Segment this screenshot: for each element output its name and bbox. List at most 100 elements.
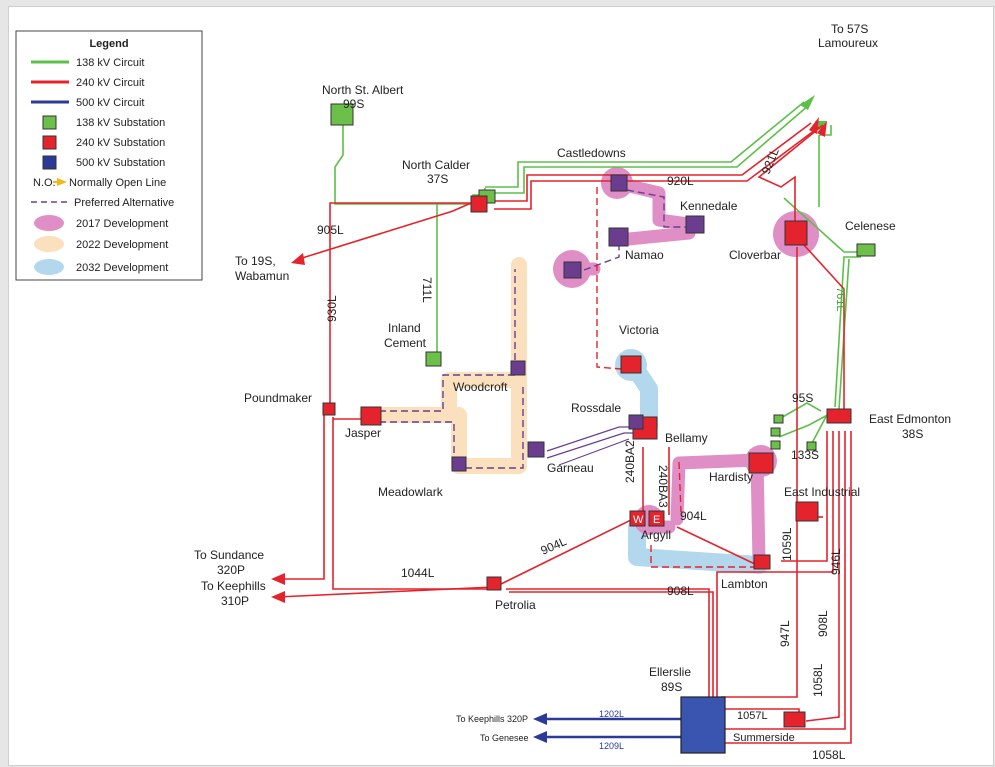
label-kennedale: Kennedale: [680, 199, 738, 213]
legend-item-normally-open: Normally Open Line: [69, 177, 166, 189]
label-keephills-310p: 310P: [221, 594, 249, 608]
kv500-circuits: [546, 717, 681, 739]
legend-item-500kv-substation: 500 kV Substation: [76, 157, 165, 169]
substation-castledowns: [610, 174, 628, 192]
label-908l-a: 908L: [667, 584, 694, 598]
substation-rossdale: [628, 414, 644, 430]
label-petrolia: Petrolia: [495, 598, 536, 612]
substation-victoria: [620, 355, 642, 374]
legend-swatch-500kv-substation: [42, 155, 57, 170]
substation-east-industrial: [795, 501, 819, 522]
substation-lambton: [753, 554, 771, 570]
substations-purple: [451, 174, 705, 472]
substation-summerside: [783, 711, 806, 728]
label-north-calder-code: 37S: [427, 172, 448, 186]
label-711l: 711L: [420, 277, 434, 303]
label-to-genesee: To Genesee: [480, 733, 529, 743]
label-east-industrial: East Industrial: [784, 485, 860, 499]
legend-item-500kv-circuit: 500 kV Circuit: [76, 97, 144, 109]
label-celenese: Celenese: [845, 219, 896, 233]
substation-133s-c: [806, 441, 817, 451]
label-1058l-a: 1058L: [811, 663, 825, 697]
label-908l-b: 908L: [816, 610, 830, 637]
substation-namao-node: [563, 261, 582, 279]
label-rossdale: Rossdale: [571, 401, 621, 415]
substation-east-edmonton: [826, 408, 852, 424]
legend-item-2022: 2022 Development: [76, 239, 168, 251]
legend-item-2017: 2017 Development: [76, 218, 168, 230]
substation-hardisty: [748, 452, 774, 474]
label-to-57s: To 57S: [831, 22, 868, 36]
label-wabamun: Wabamun: [235, 269, 289, 283]
kv240-arrowheads: [271, 117, 827, 603]
substations-500kv: [680, 696, 726, 754]
substation-argyll-e: [648, 510, 665, 527]
label-castledowns: Castledowns: [557, 146, 626, 160]
legend-item-240kv-circuit: 240 kV Circuit: [76, 77, 144, 89]
label-hardisty: Hardisty: [709, 470, 753, 484]
label-sundance-320p: 320P: [217, 563, 245, 577]
legend-item-preferred-alternative: Preferred Alternative: [74, 197, 174, 209]
label-jasper: Jasper: [345, 426, 381, 440]
substation-celenese: [856, 243, 876, 257]
substation-jasper: [360, 406, 382, 426]
label-north-calder: North Calder: [402, 158, 470, 172]
label-946l: 946L: [829, 548, 843, 575]
label-240ba2: 240BA2: [623, 440, 637, 483]
transmission-diagram: North St. Albert 99S To 57S Lamoureux No…: [15, 22, 951, 762]
legend-no-abbrev: N.O.: [33, 177, 56, 189]
label-1057l: 1057L: [737, 710, 768, 722]
label-95s: 95S: [792, 391, 813, 405]
substation-cloverbar: [784, 220, 808, 246]
substation-inland-cement: [425, 351, 442, 367]
legend-title: Legend: [89, 38, 128, 50]
label-1202l: 1202L: [599, 709, 624, 719]
legend-item-138kv-circuit: 138 kV Circuit: [76, 57, 144, 69]
substation-north-st-albert: [330, 103, 354, 126]
label-920l: 920L: [667, 174, 694, 188]
label-1044l: 1044L: [401, 566, 435, 580]
substation-petrolia: [486, 576, 502, 591]
substation-garneau: [527, 441, 545, 458]
label-argyll: Argyll: [641, 528, 671, 542]
label-east-edmonton-code: 38S: [902, 427, 923, 441]
label-133s: 133S: [791, 448, 819, 462]
label-1059l: 1059L: [780, 527, 794, 561]
label-north-st-albert: North St. Albert: [322, 83, 404, 97]
label-lamoureux: Lamoureux: [818, 36, 878, 50]
substation-133s-a: [770, 427, 781, 437]
red-dashed-lines: [596, 187, 757, 568]
kv240-circuits: [276, 122, 852, 744]
substation-north-calder: [470, 195, 488, 213]
label-meadowlark: Meadowlark: [378, 485, 444, 499]
label-to-19s: To 19S,: [235, 254, 276, 268]
dev-2022-highlights: [359, 257, 527, 474]
legend-swatch-2022: [34, 236, 64, 252]
kv500-arrowheads: [533, 713, 547, 743]
substation-namao: [608, 227, 629, 247]
label-bellamy: Bellamy: [665, 431, 708, 445]
legend: Legend 138 kV Circuit 240 kV Circuit 500…: [15, 30, 203, 281]
legend-swatch-2017: [34, 215, 64, 231]
substation-95s: [773, 414, 784, 424]
label-905l: 905L: [317, 223, 344, 237]
legend-swatch-240kv-substation: [42, 135, 57, 150]
label-north-st-albert-code: 99S: [343, 97, 364, 111]
label-240ba3: 240BA3: [656, 465, 670, 508]
legend-item-138kv-substation: 138 kV Substation: [76, 117, 165, 129]
label-poundmaker: Poundmaker: [244, 391, 312, 405]
label-lambton: Lambton: [721, 577, 768, 591]
label-cloverbar: Cloverbar: [729, 248, 781, 262]
label-woodcroft: Woodcroft: [453, 380, 508, 394]
substation-poundmaker: [322, 402, 336, 416]
label-to-sundance: To Sundance: [194, 548, 264, 562]
label-1058l-b: 1058L: [812, 748, 846, 762]
label-namao: Namao: [625, 248, 664, 262]
label-argyll-e: E: [653, 514, 660, 526]
diagram-canvas: North St. Albert 99S To 57S Lamoureux No…: [8, 6, 994, 766]
label-garneau: Garneau: [547, 461, 594, 475]
label-ellerslie: Ellerslie: [649, 665, 691, 679]
label-argyll-w: W: [633, 514, 644, 526]
label-cement: Cement: [384, 336, 427, 350]
label-1209l: 1209L: [599, 741, 624, 751]
